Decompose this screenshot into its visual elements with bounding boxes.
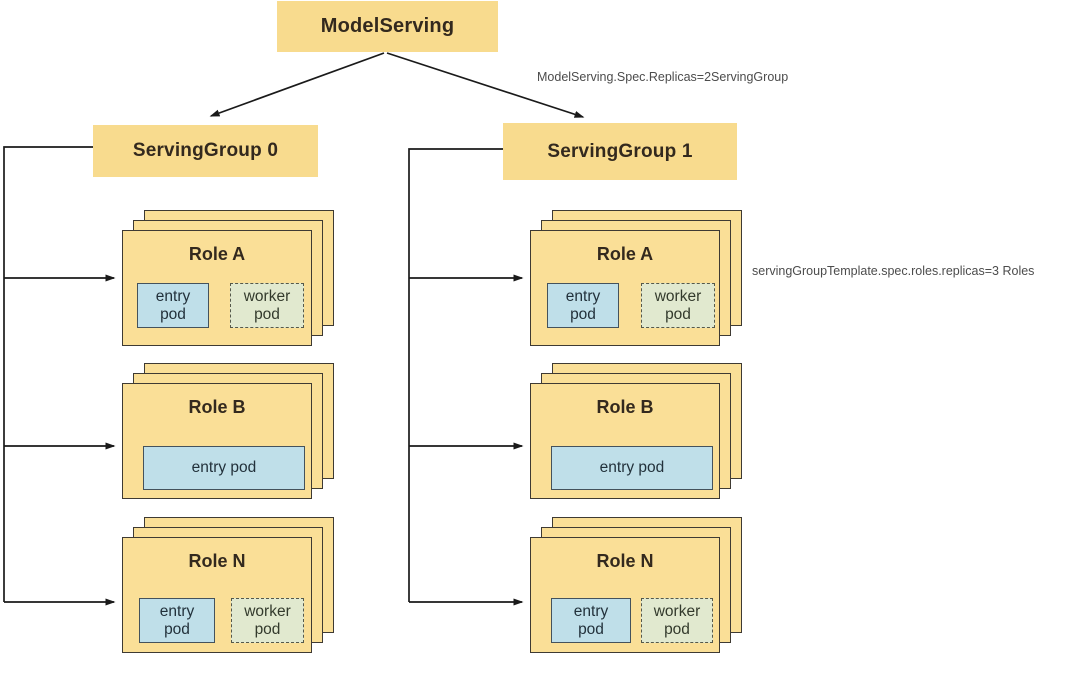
role-label: Role A: [596, 244, 654, 264]
entry-pod: entry pod: [547, 283, 619, 328]
edge-root-to-group0-arrow: [209, 52, 385, 117]
servinggroup-1-node: ServingGroup 1: [503, 123, 737, 180]
entry-pod: entry pod: [551, 598, 631, 643]
modelserving-node: ModelServing: [277, 1, 498, 52]
annotation-servinggroup-replicas: ModelServing.Spec.Replicas=2ServingGroup: [537, 70, 789, 84]
entry-pod: entry pod: [137, 283, 209, 328]
entry-pod: entry pod: [551, 446, 713, 490]
role-card: Role B entry pod: [122, 383, 312, 499]
role-stack-g0-role-b: Role B entry pod: [122, 363, 334, 499]
worker-pod: worker pod: [641, 598, 713, 643]
worker-pod: worker pod: [230, 283, 304, 328]
bracket-group0: [3, 146, 93, 602]
annotation-roles-replicas: servingGroupTemplate.spec.roles.replicas…: [752, 264, 1035, 278]
role-label: Role A: [188, 244, 246, 264]
role-card: Role A entry pod worker pod: [122, 230, 312, 346]
role-label: Role B: [188, 397, 246, 417]
worker-pod: worker pod: [641, 283, 715, 328]
role-card: Role B entry pod: [530, 383, 720, 499]
role-card: Role A entry pod worker pod: [530, 230, 720, 346]
role-label: Role N: [188, 551, 246, 571]
bracket-group1: [408, 148, 503, 602]
role-stack-g0-role-n: Role N entry pod worker pod: [122, 517, 334, 653]
role-card: Role N entry pod worker pod: [530, 537, 720, 653]
role-stack-g1-role-a: Role A entry pod worker pod: [530, 210, 742, 346]
role-label: Role N: [596, 551, 654, 571]
role-stack-g0-role-a: Role A entry pod worker pod: [122, 210, 334, 346]
servinggroup-0-node: ServingGroup 0: [93, 125, 318, 177]
entry-pod: entry pod: [143, 446, 305, 490]
entry-pod: entry pod: [139, 598, 215, 643]
worker-pod: worker pod: [231, 598, 304, 643]
role-stack-g1-role-b: Role B entry pod: [530, 363, 742, 499]
role-label: Role B: [596, 397, 654, 417]
role-stack-g1-role-n: Role N entry pod worker pod: [530, 517, 742, 653]
edge-root-to-group1-arrow: [386, 52, 585, 118]
role-card: Role N entry pod worker pod: [122, 537, 312, 653]
